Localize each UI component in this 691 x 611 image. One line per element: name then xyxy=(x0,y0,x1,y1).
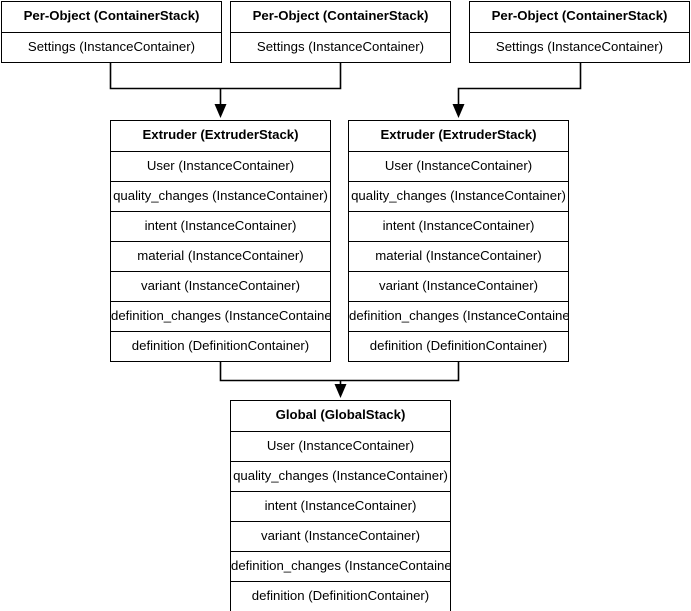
node-global-header: Global (GlobalStack) xyxy=(275,407,406,422)
node-extruder-1-row-user: User (InstanceContainer) xyxy=(111,151,330,181)
node-per-object-2-header: Per-Object (ContainerStack) xyxy=(252,8,429,23)
node-extruder-1-row-variant: variant (InstanceContainer) xyxy=(111,271,330,301)
node-per-object-2[interactable]: Per-Object (ContainerStack) Settings (In… xyxy=(230,1,451,63)
node-per-object-1[interactable]: Per-Object (ContainerStack) Settings (In… xyxy=(1,1,222,63)
node-extruder-2-row-material: material (InstanceContainer) xyxy=(349,241,568,271)
node-extruder-2-row-definition: definition (DefinitionContainer) xyxy=(349,331,568,361)
node-per-object-3-header: Per-Object (ContainerStack) xyxy=(491,8,668,23)
node-global-row-variant: variant (InstanceContainer) xyxy=(231,521,450,551)
node-per-object-3-row-settings: Settings (InstanceContainer) xyxy=(470,32,689,62)
node-global-row-intent: intent (InstanceContainer) xyxy=(231,491,450,521)
node-extruder-1-row-quality-changes: quality_changes (InstanceContainer) xyxy=(111,181,330,211)
node-extruder-2-row-intent: intent (InstanceContainer) xyxy=(349,211,568,241)
edge-per-object-2-to-extruder-1 xyxy=(220,61,342,90)
node-extruder-1-row-definition-changes: definition_changes (InstanceContainer) xyxy=(111,301,330,331)
node-per-object-2-row-settings: Settings (InstanceContainer) xyxy=(231,32,450,62)
node-extruder-2-row-definition-changes: definition_changes (InstanceContainer) xyxy=(349,301,568,331)
edge-per-object-1-to-extruder-1 xyxy=(109,61,220,90)
node-extruder-2-row-variant: variant (InstanceContainer) xyxy=(349,271,568,301)
node-global-row-quality-changes: quality_changes (InstanceContainer) xyxy=(231,461,450,491)
edge-extruder-1-to-global xyxy=(219,361,340,382)
arrowhead-global xyxy=(334,384,347,398)
node-extruder-2-header: Extruder (ExtruderStack) xyxy=(380,127,537,142)
node-extruder-2[interactable]: Extruder (ExtruderStack) User (InstanceC… xyxy=(348,120,569,362)
node-extruder-1[interactable]: Extruder (ExtruderStack) User (InstanceC… xyxy=(110,120,331,362)
edge-per-object-3-to-extruder-2 xyxy=(457,61,582,112)
edge-extruder-2-to-global xyxy=(340,361,460,382)
node-extruder-1-row-definition: definition (DefinitionContainer) xyxy=(111,331,330,361)
node-global-row-user: User (InstanceContainer) xyxy=(231,431,450,461)
arrowhead-extruder-2 xyxy=(452,104,465,118)
node-per-object-1-row-settings: Settings (InstanceContainer) xyxy=(2,32,221,62)
node-extruder-2-row-quality-changes: quality_changes (InstanceContainer) xyxy=(349,181,568,211)
node-per-object-1-header: Per-Object (ContainerStack) xyxy=(23,8,200,23)
node-global[interactable]: Global (GlobalStack) User (InstanceConta… xyxy=(230,400,451,611)
node-extruder-1-row-material: material (InstanceContainer) xyxy=(111,241,330,271)
arrowhead-extruder-1 xyxy=(214,104,227,118)
node-global-row-definition-changes: definition_changes (InstanceContainer) xyxy=(231,551,450,581)
node-global-row-definition: definition (DefinitionContainer) xyxy=(231,581,450,611)
node-per-object-3[interactable]: Per-Object (ContainerStack) Settings (In… xyxy=(469,1,690,63)
node-extruder-1-header: Extruder (ExtruderStack) xyxy=(142,127,299,142)
node-extruder-2-row-user: User (InstanceContainer) xyxy=(349,151,568,181)
node-extruder-1-row-intent: intent (InstanceContainer) xyxy=(111,211,330,241)
